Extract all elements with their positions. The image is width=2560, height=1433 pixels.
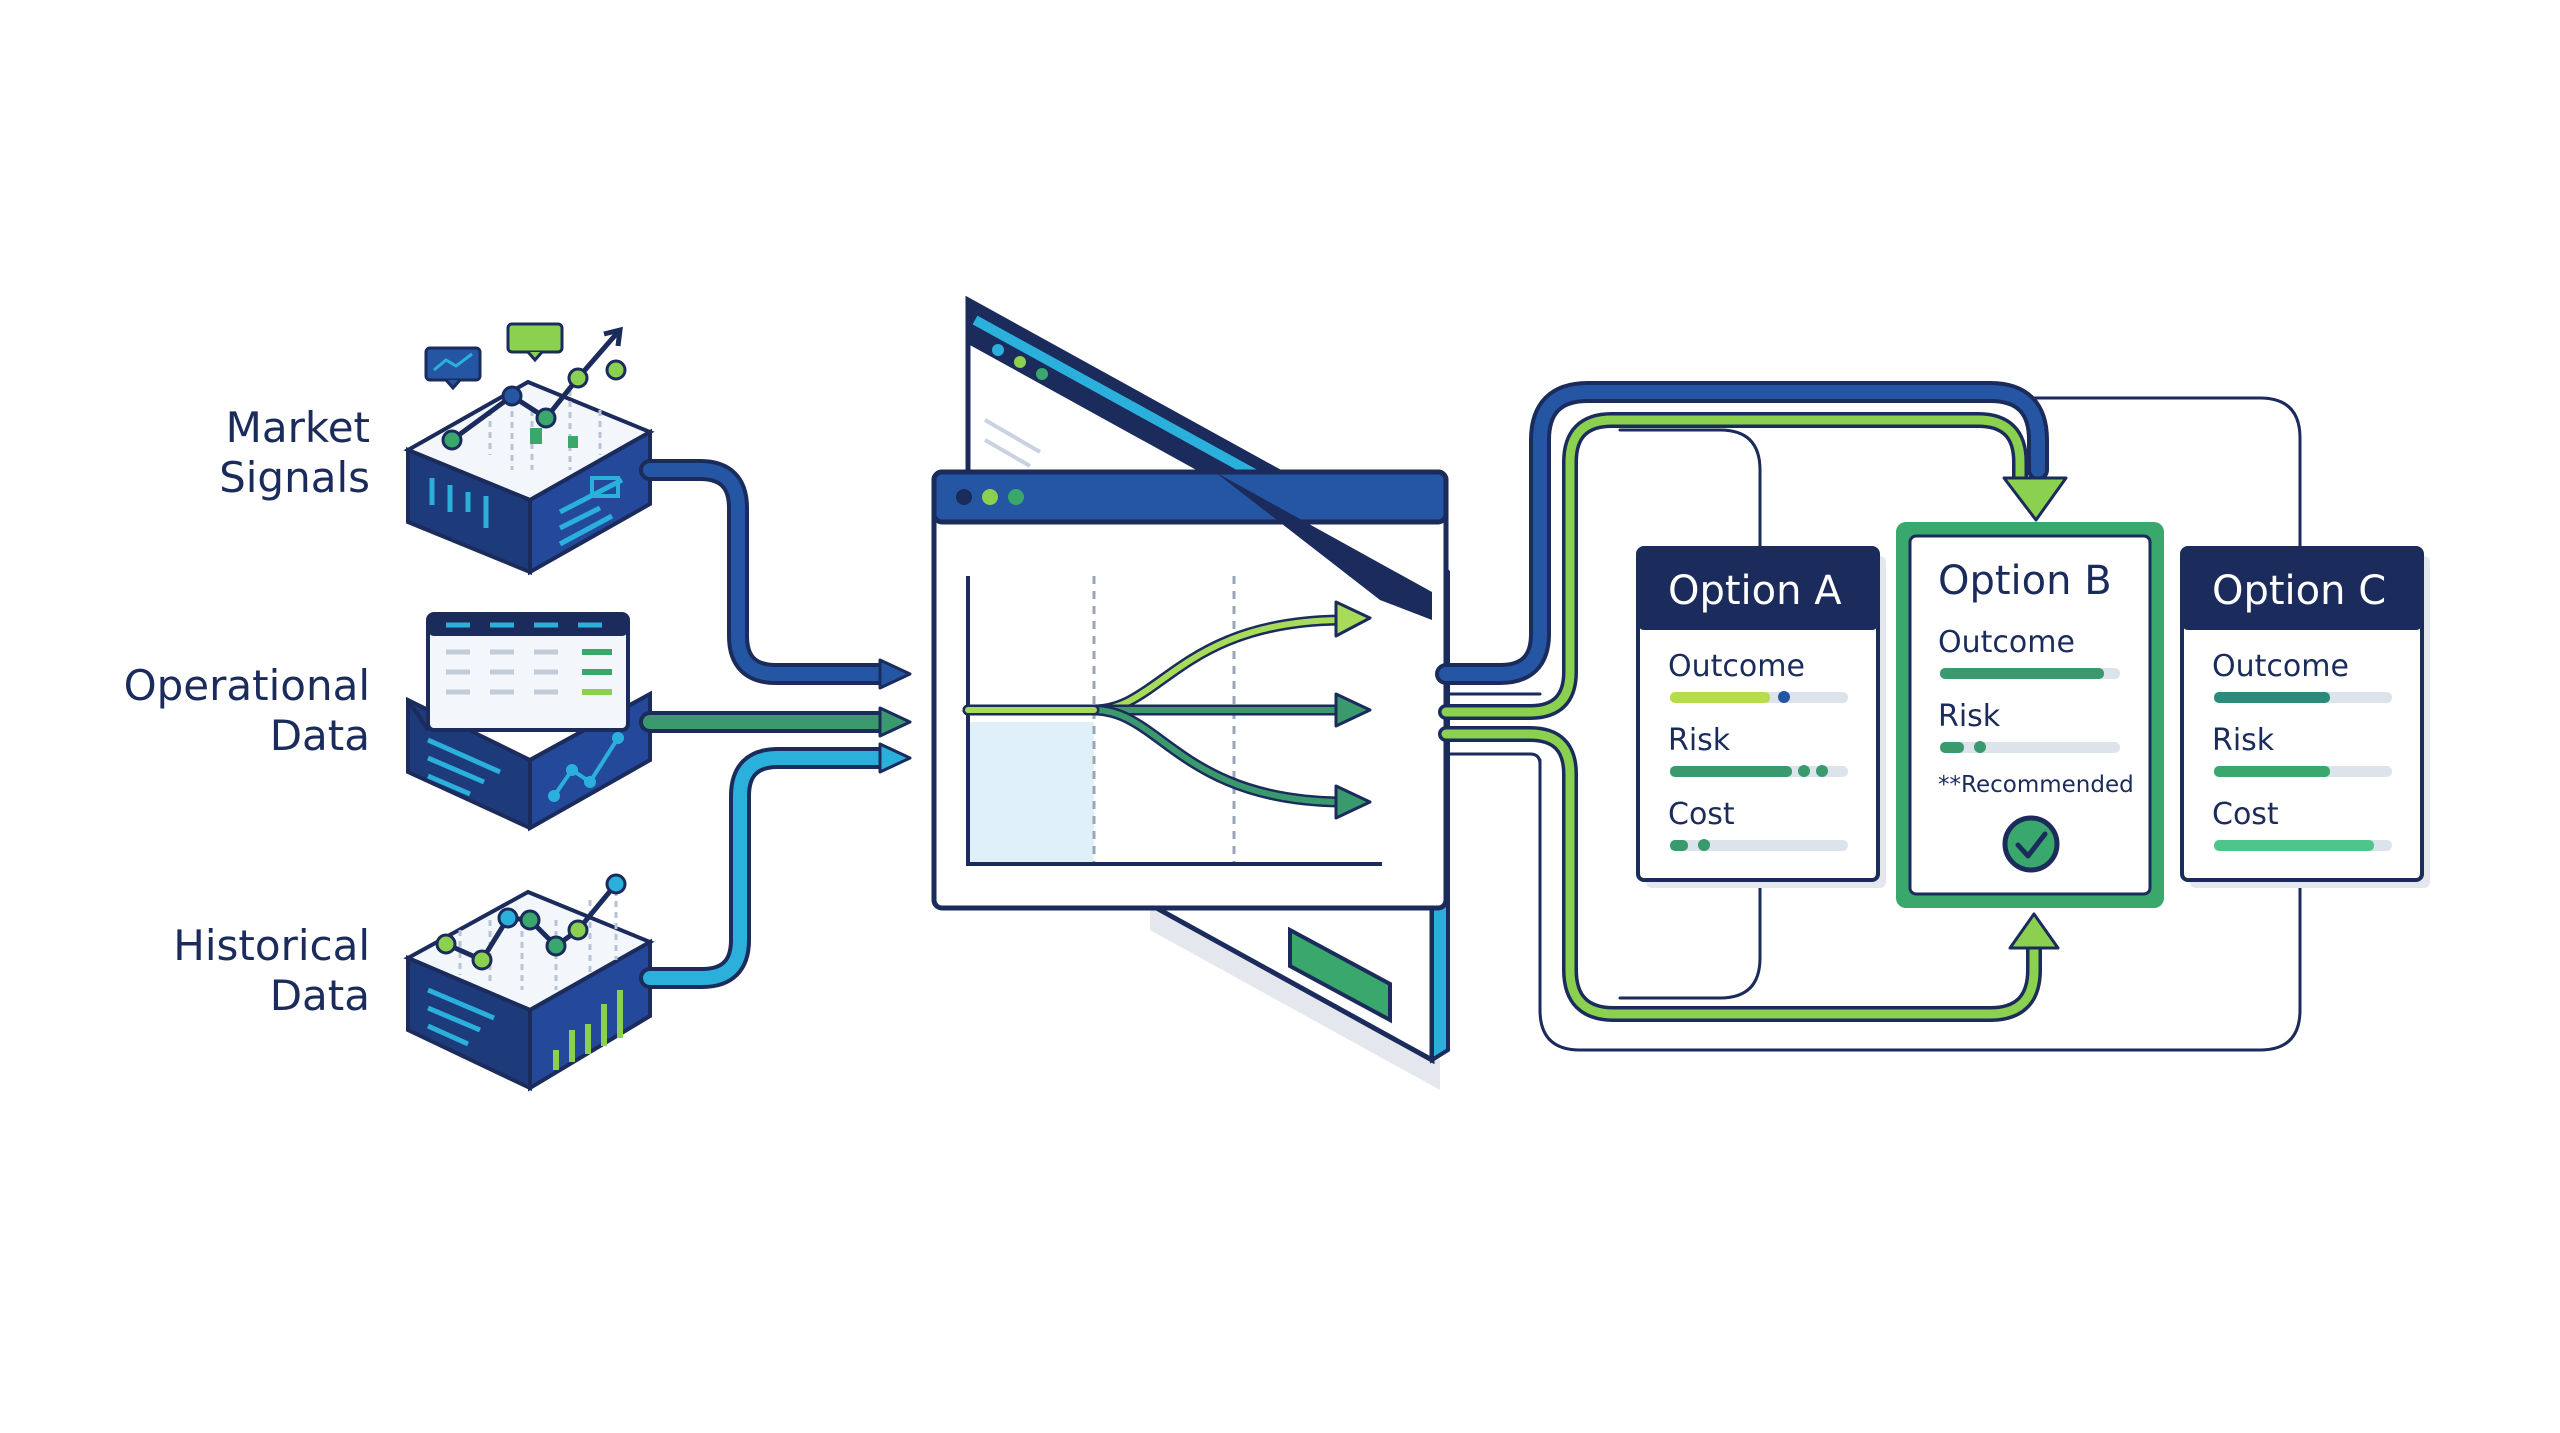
- option-a-risk-label: Risk: [1668, 723, 1731, 758]
- message-bubble-icon: [506, 322, 564, 363]
- option-c-risk-label: Risk: [2212, 723, 2275, 758]
- option-c-cost-bar: [2214, 840, 2374, 851]
- source-3-line2: Data: [270, 971, 370, 1020]
- option-c-outcome-label: Outcome: [2212, 649, 2349, 684]
- source-label-market-signals: Market Signals: [219, 403, 370, 502]
- option-a-outcome-bar: [1670, 692, 1770, 703]
- operational-data-cube-icon: [406, 612, 652, 832]
- option-b-recommended-note: **Recommended: [1938, 772, 2134, 798]
- option-c-cost-label: Cost: [2212, 797, 2279, 832]
- loop-arrowheads: [2002, 476, 2068, 950]
- option-b-risk-bar: [1940, 742, 1964, 753]
- source-2-line1: Operational: [124, 661, 370, 710]
- option-a-cost-bar: [1670, 840, 1688, 851]
- option-b-risk-label: Risk: [1938, 699, 2001, 734]
- option-a-cost-label: Cost: [1668, 797, 1735, 832]
- analysis-window: [931, 295, 1450, 1090]
- historical-data-cube-icon: [403, 873, 655, 1092]
- market-signals-cube-icon: [403, 322, 655, 576]
- option-a-risk-bar: [1670, 766, 1792, 777]
- option-a-card[interactable]: Option A Outcome Risk Cost: [1636, 546, 1886, 888]
- option-c-card[interactable]: Option C Outcome Risk Cost: [2180, 546, 2430, 888]
- source-1-line2: Signals: [219, 453, 370, 502]
- option-b-outcome-label: Outcome: [1938, 625, 2075, 660]
- option-c-outcome-bar: [2214, 692, 2330, 703]
- connector-arrowheads: [878, 658, 912, 774]
- source-connectors: [639, 459, 891, 989]
- chat-bubble-icon: [424, 346, 482, 391]
- source-2-line2: Data: [270, 711, 370, 760]
- option-c-risk-bar: [2214, 766, 2330, 777]
- source-label-operational-data: Operational Data: [124, 661, 370, 760]
- checkmark-icon: [2002, 815, 2060, 873]
- source-1-line1: Market: [226, 403, 370, 452]
- feedback-loops: [1435, 381, 2302, 1052]
- option-c-title: Option C: [2212, 568, 2386, 614]
- source-label-historical-data: Historical Data: [173, 921, 370, 1020]
- option-b-outcome-bar: [1940, 668, 2104, 679]
- source-3-line1: Historical: [173, 921, 370, 970]
- option-b-title: Option B: [1938, 558, 2112, 604]
- option-a-outcome-label: Outcome: [1668, 649, 1805, 684]
- option-b-card[interactable]: Option B Outcome Risk **Recommended: [1896, 522, 2164, 908]
- option-a-title: Option A: [1668, 568, 1842, 614]
